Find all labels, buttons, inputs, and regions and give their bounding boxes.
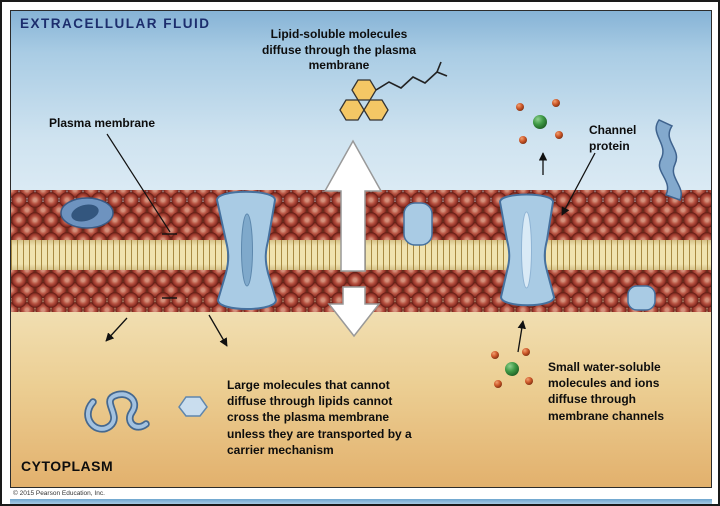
phospholipid-heads-bottom: [11, 270, 711, 312]
extracellular-fluid-label: EXTRACELLULAR FLUID: [20, 16, 211, 31]
diagram-frame: EXTRACELLULAR FLUID Lipid-soluble molecu…: [10, 10, 712, 488]
lipid-tails-band: [11, 238, 711, 272]
copyright-text: © 2015 Pearson Education, Inc.: [13, 490, 105, 497]
large-molecules-note: Large molecules that cannot diffuse thro…: [227, 378, 412, 457]
small-water-soluble-note: Small water-soluble molecules and ions d…: [548, 360, 665, 423]
plasma-membrane-label: Plasma membrane: [49, 116, 156, 130]
cytoplasm-label: CYTOPLASM: [21, 458, 114, 474]
channel-protein-label: Channel protein: [589, 123, 637, 153]
next-slide-edge: [10, 499, 712, 504]
lipid-soluble-note: Lipid-soluble molecules diffuse through …: [261, 27, 416, 73]
phospholipid-heads-top: [11, 190, 711, 240]
